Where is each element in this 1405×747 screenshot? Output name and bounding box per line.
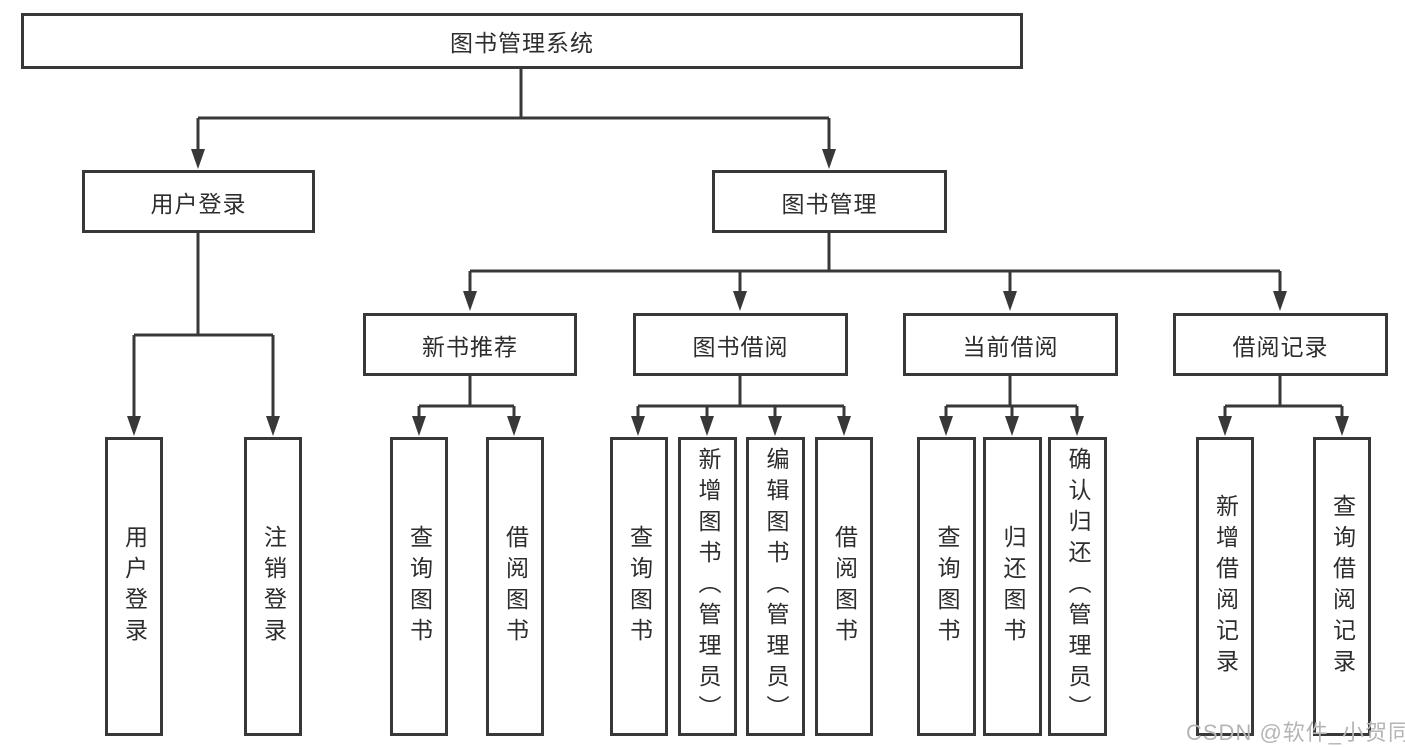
node-label: 图书管理 — [781, 190, 878, 217]
leaf-return-books: 归还图书 — [983, 437, 1042, 736]
node-user-login: 用户登录 — [82, 170, 315, 233]
leaf-label: 新增图书（管理员） — [695, 447, 721, 726]
node-label: 当前借阅 — [962, 333, 1059, 360]
leaf-edit-book-admin: 编辑图书（管理员） — [746, 437, 805, 736]
node-book-management: 图书管理 — [712, 170, 947, 233]
leaf-add-book-admin: 新增图书（管理员） — [678, 437, 737, 736]
leaf-label: 确认归还（管理员） — [1065, 447, 1091, 726]
node-label: 用户登录 — [150, 190, 247, 217]
node-new-book-recommend: 新书推荐 — [363, 313, 577, 376]
node-label: 借阅记录 — [1232, 333, 1329, 360]
leaf-query-borrow-record: 查询借阅记录 — [1313, 437, 1371, 736]
leaf-borrow-books-recommend: 借阅图书 — [486, 437, 544, 736]
csdn-watermark: CSDN @软件_小贺同学 — [1186, 720, 1405, 745]
node-label: 图书借阅 — [692, 333, 789, 360]
node-current-borrow: 当前借阅 — [903, 313, 1118, 376]
leaf-query-books-borrow: 查询图书 — [610, 437, 668, 736]
leaf-label: 查询图书 — [406, 524, 433, 649]
leaf-label: 查询借阅记录 — [1329, 493, 1356, 680]
leaf-label: 查询图书 — [934, 524, 960, 649]
leaf-query-books-current: 查询图书 — [917, 437, 976, 736]
node-book-borrow: 图书借阅 — [633, 313, 848, 376]
leaf-label: 编辑图书（管理员） — [763, 447, 789, 726]
leaf-borrow-books: 借阅图书 — [815, 437, 873, 736]
leaf-label: 用户登录 — [121, 524, 148, 649]
leaf-label: 查询图书 — [626, 524, 653, 649]
node-borrow-records: 借阅记录 — [1173, 313, 1388, 376]
leaf-confirm-return-admin: 确认归还（管理员） — [1048, 437, 1107, 736]
node-label: 图书管理系统 — [450, 30, 594, 56]
node-library-management-system: 图书管理系统 — [21, 13, 1023, 69]
node-label: 新书推荐 — [422, 333, 518, 360]
leaf-query-books-recommend: 查询图书 — [390, 437, 448, 736]
leaf-label: 注销登录 — [260, 524, 287, 649]
leaf-label: 借阅图书 — [831, 524, 858, 649]
leaf-logout: 注销登录 — [244, 437, 302, 736]
leaf-label: 归还图书 — [1000, 524, 1026, 649]
leaf-add-borrow-record: 新增借阅记录 — [1196, 437, 1254, 736]
leaf-label: 借阅图书 — [502, 524, 529, 649]
leaf-user-login: 用户登录 — [105, 437, 163, 736]
leaf-label: 新增借阅记录 — [1212, 493, 1239, 680]
